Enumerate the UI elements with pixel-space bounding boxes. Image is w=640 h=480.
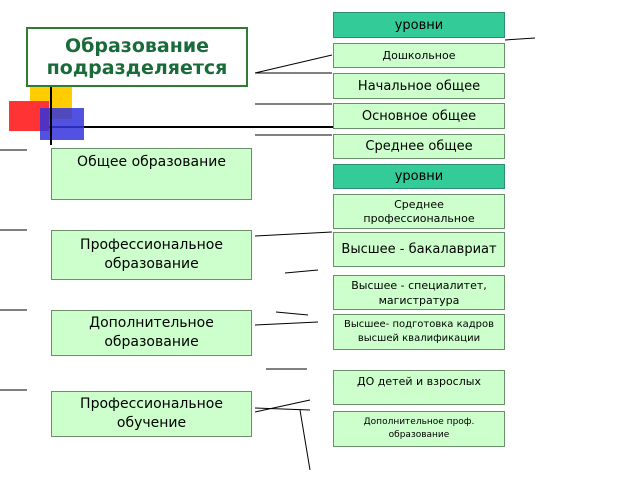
level-secondary-professional: Среднее профессиональное <box>333 194 505 229</box>
level-preschool: Дошкольное <box>333 43 505 68</box>
left-box-general: Общее образование <box>51 148 252 200</box>
level-higher-qualification: Высшее- подготовка кадров высшей квалифи… <box>333 314 505 350</box>
level-secondary: Среднее общее <box>333 134 505 159</box>
left-box-professional: Профессиональное образование <box>51 230 252 280</box>
level-basic: Основное общее <box>333 103 505 129</box>
left-box-training: Профессиональное обучение <box>51 391 252 437</box>
level-specialist-master: Высшее - специалитет, магистратура <box>333 275 505 310</box>
level-primary: Начальное общее <box>333 73 505 99</box>
blue-square-decoration <box>40 108 84 140</box>
levels-header-1: уровни <box>333 12 505 38</box>
diagram-title: Образование подразделяется <box>26 27 248 87</box>
additional-children-adults: ДО детей и взрослых <box>333 370 505 405</box>
left-box-additional: Дополнительное образование <box>51 310 252 356</box>
additional-professional: Дополнительное проф. образование <box>333 411 505 447</box>
levels-header-2: уровни <box>333 164 505 189</box>
vertical-line-decoration <box>50 83 52 145</box>
level-bachelor: Высшее - бакалавриат <box>333 232 505 267</box>
